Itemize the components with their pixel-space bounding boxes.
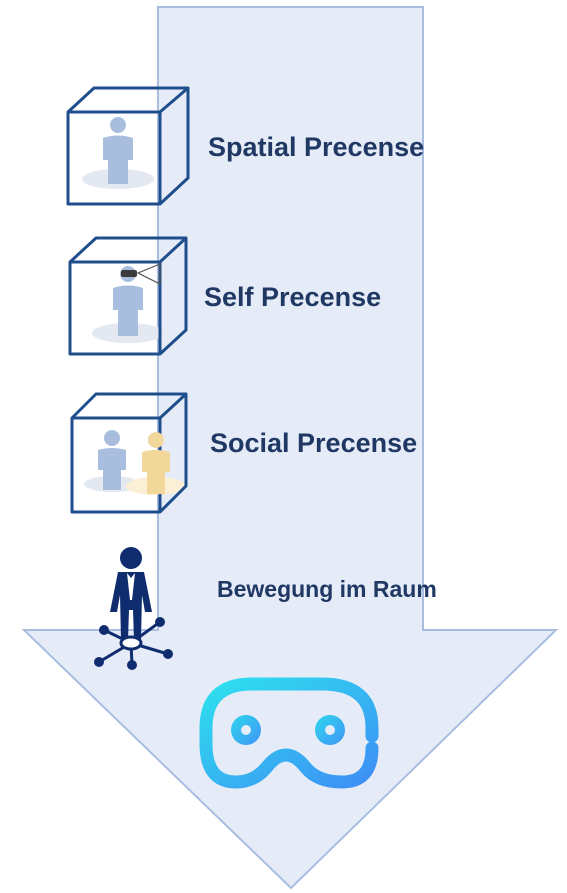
label-spatial-presence: Spatial Precense [208,132,425,162]
cube-two-persons-icon [70,392,188,514]
label-self-presence: Self Precense [204,282,382,312]
cube-person-icon [66,86,190,206]
label-social-presence: Social Precense [210,428,418,458]
vr-headset-icon [199,677,379,789]
cube-person-hmd-icon [68,236,188,356]
label-bewegung-im-raum: Bewegung im Raum [217,576,437,602]
person-movement-icon [94,547,173,670]
